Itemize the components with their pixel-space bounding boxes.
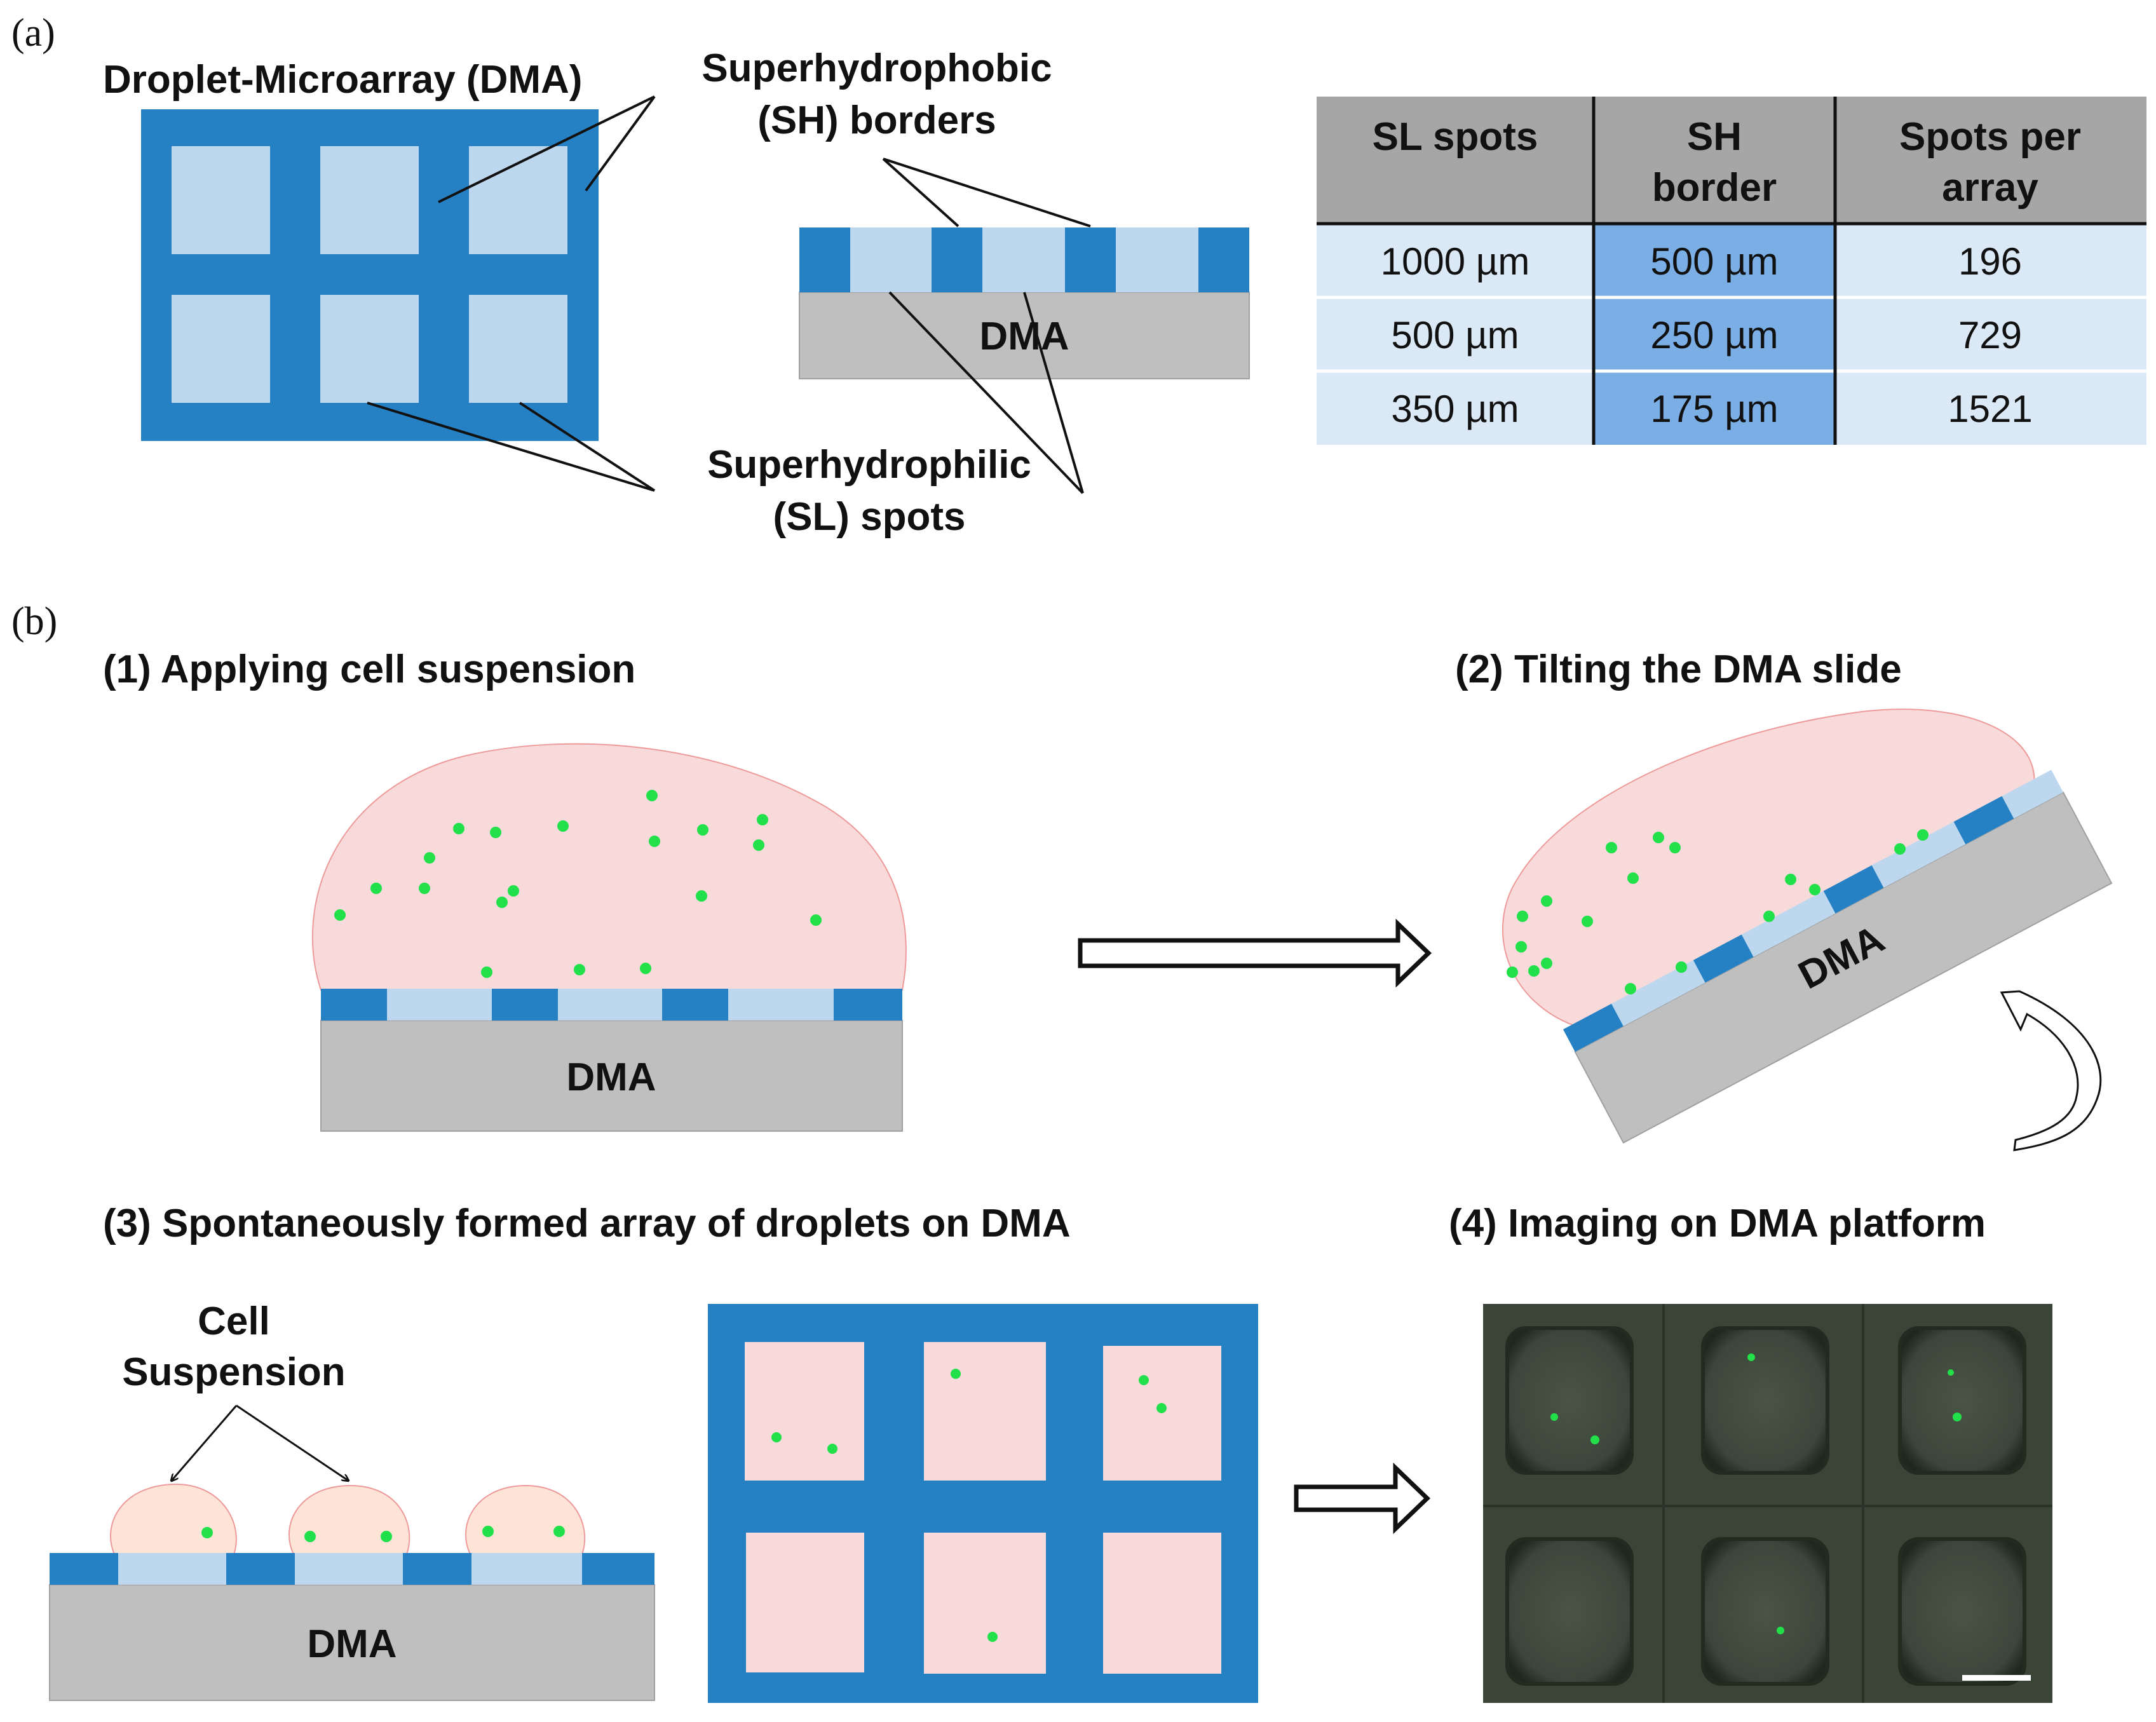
cell-suspension-line1: Cell bbox=[198, 1299, 270, 1343]
table-cell: 729 bbox=[1958, 314, 2022, 356]
step1-title: (1) Applying cell suspension bbox=[103, 647, 635, 691]
table-cell: 196 bbox=[1958, 240, 2022, 283]
table-header-sh-border-1: SH bbox=[1687, 115, 1742, 159]
table-header-sl-spots: SL spots bbox=[1373, 115, 1538, 159]
panel-label-b: (b) bbox=[11, 600, 57, 643]
slide-label-step1: DMA bbox=[566, 1055, 656, 1099]
fluorescence-micrograph bbox=[1483, 1304, 2052, 1703]
droplets bbox=[110, 1483, 586, 1555]
table-header-spots-1: Spots per bbox=[1899, 115, 2081, 159]
tilted-drop bbox=[1502, 708, 2035, 1033]
rotate-icon bbox=[2000, 990, 2102, 1151]
panel-label-a: (a) bbox=[11, 11, 55, 55]
slide-label-step3: DMA bbox=[307, 1622, 397, 1666]
cell-suspension-line2: Suspension bbox=[122, 1350, 345, 1394]
dma-title-label: Droplet-Microarray (DMA) bbox=[103, 58, 582, 102]
step2-illustration: DMA bbox=[1502, 708, 2113, 1151]
cross-section-dma-label: DMA bbox=[979, 315, 1069, 358]
table-cell: 500 µm bbox=[1650, 240, 1778, 283]
table-header-row: SL spots SH border Spots per array bbox=[1373, 115, 2081, 210]
sl-spots-label: Superhydrophilic (SL) spots bbox=[707, 443, 1031, 539]
table-cell: 175 µm bbox=[1650, 388, 1778, 430]
cell-dots bbox=[334, 790, 822, 978]
step3-cross-section: DMA bbox=[49, 1483, 655, 1701]
table-body: 1000 µm 500 µm 196 500 µm 250 µm 729 350… bbox=[1381, 240, 2033, 430]
table-header-sh-border-2: border bbox=[1652, 166, 1777, 210]
cell-suspension-drop bbox=[311, 743, 907, 991]
table-cell: 350 µm bbox=[1391, 388, 1519, 430]
dma-top-view bbox=[141, 109, 599, 441]
step3-title: (3) Spontaneously formed array of drople… bbox=[103, 1202, 1071, 1245]
step3-top-view bbox=[708, 1304, 1258, 1703]
table-cell: 250 µm bbox=[1650, 314, 1778, 356]
sh-label-line1: Superhydrophobic bbox=[702, 46, 1052, 90]
process-arrow-1 bbox=[1078, 918, 1432, 988]
step4-title: (4) Imaging on DMA platform bbox=[1449, 1202, 1986, 1245]
sh-label-line2: (SH) borders bbox=[757, 98, 996, 142]
step2-title: (2) Tilting the DMA slide bbox=[1455, 647, 1902, 691]
spot-size-table: SL spots SH border Spots per array 1000 … bbox=[1317, 97, 2146, 445]
sh-borders-label: Superhydrophobic (SH) borders bbox=[702, 46, 1052, 142]
dma-cross-section: DMA bbox=[799, 227, 1250, 379]
table-cell: 1000 µm bbox=[1381, 240, 1530, 283]
cell-suspension-arrows bbox=[172, 1404, 348, 1481]
table-cell: 1521 bbox=[1948, 388, 2032, 430]
process-arrow-2 bbox=[1294, 1462, 1431, 1535]
sh-leader-lines bbox=[438, 95, 1091, 227]
table-cell: 500 µm bbox=[1391, 314, 1519, 356]
sl-label-line2: (SL) spots bbox=[773, 495, 965, 539]
sl-label-line1: Superhydrophilic bbox=[707, 443, 1031, 487]
scale-bar bbox=[1962, 1675, 2031, 1681]
step1-illustration: DMA bbox=[311, 743, 907, 1132]
cell-suspension-label: Cell Suspension bbox=[122, 1299, 345, 1394]
sl-leader-lines bbox=[367, 291, 1084, 494]
table-header-spots-2: array bbox=[1942, 166, 2038, 210]
tilted-cell-dots bbox=[1507, 829, 1929, 994]
